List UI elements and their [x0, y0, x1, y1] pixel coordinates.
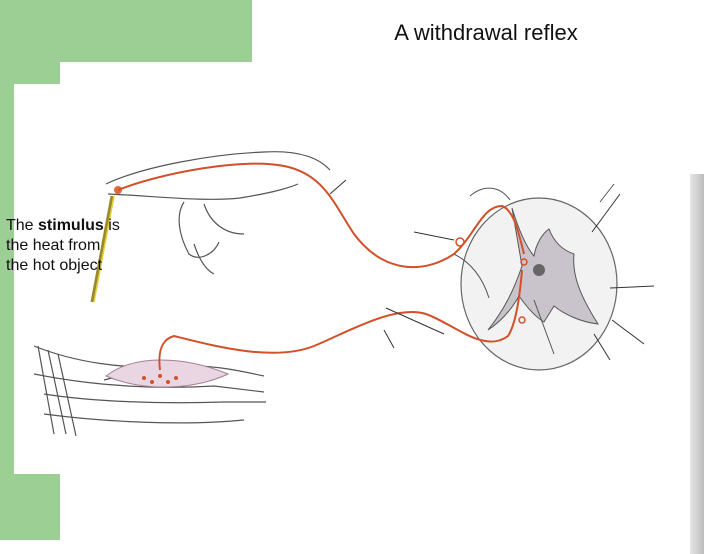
caption-prefix: The — [6, 217, 38, 234]
spinal-cord-drawing — [454, 184, 617, 370]
stimulus-caption: The stimulus is the heat from the hot ob… — [6, 216, 146, 276]
slide-title: A withdrawal reflex — [252, 20, 720, 46]
leg-drawing — [34, 346, 266, 436]
reflex-arc-illustration — [14, 84, 690, 474]
reflex-diagram-svg — [14, 84, 690, 474]
slide-accent-band-top — [0, 0, 252, 62]
caption-line2: the hot object — [6, 257, 102, 274]
scanned-page-edge — [690, 174, 704, 554]
caption-keyword-stimulus: stimulus — [38, 217, 104, 234]
